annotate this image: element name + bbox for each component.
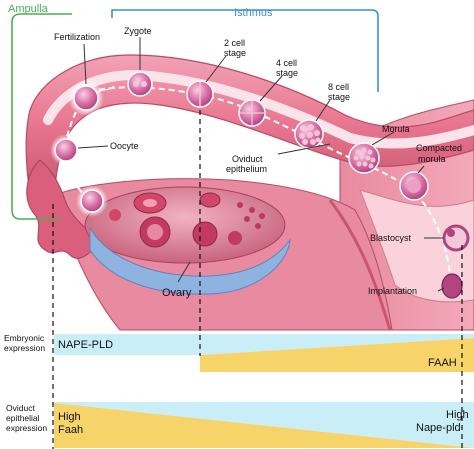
ovary-peritoneum bbox=[89, 226, 291, 295]
ovary-leader bbox=[177, 261, 191, 283]
oviduct-expression-band: Oviduct epithelial expression High Faah … bbox=[6, 402, 474, 448]
faah-oviduct-band bbox=[54, 403, 474, 448]
stage-labels: Fertilization Zygote 2 cell stage 4 cell… bbox=[54, 26, 462, 299]
embryonic-expression-label: Embryonic bbox=[4, 333, 45, 343]
cells bbox=[50, 71, 470, 299]
ovulated-oocyte-cell bbox=[80, 189, 104, 213]
high-faah-label: High bbox=[58, 411, 81, 423]
four-cell-label-2: stage bbox=[276, 68, 298, 78]
nape-pld-band bbox=[54, 334, 474, 355]
two-cell-leader bbox=[205, 55, 227, 83]
region-brackets: Ampulla Isthmus bbox=[8, 3, 379, 220]
eight-cell-label: 8 cell bbox=[328, 82, 349, 92]
eight-cell-leader bbox=[315, 99, 331, 122]
eight-cell-blastomeres bbox=[299, 124, 321, 145]
two-cell-label-2: stage bbox=[224, 48, 246, 58]
implantation-embryo bbox=[441, 273, 463, 299]
zygote-label: Zygote bbox=[124, 26, 152, 36]
zygote-pronucleus bbox=[133, 81, 139, 87]
implantation-label: Implantation bbox=[368, 286, 417, 296]
faah-band bbox=[200, 338, 474, 372]
blastocyst-cell bbox=[442, 224, 470, 252]
morula-label: Morula bbox=[382, 124, 410, 134]
ampulla-bracket bbox=[11, 13, 72, 220]
eight-cell-label-2: stage bbox=[328, 92, 350, 102]
oviduct-epi-leader bbox=[277, 143, 331, 155]
nape-pld-label: NAPE-PLD bbox=[58, 339, 113, 351]
morula-leader bbox=[371, 131, 395, 146]
two-cell-label: 2 cell bbox=[224, 38, 245, 48]
oviduct-expression-label-3: expression bbox=[6, 423, 47, 433]
high-nape-label: High bbox=[446, 409, 469, 421]
oocyte-label: Oocyte bbox=[110, 141, 139, 151]
oviduct-epi-label-2: epithelium bbox=[226, 164, 267, 174]
isthmus-bracket bbox=[111, 9, 379, 92]
ovary-follicles bbox=[109, 192, 265, 248]
high-nape-label-2: Nape-pld bbox=[416, 422, 461, 434]
morula-blastomeres bbox=[353, 147, 376, 169]
oocyte-cell bbox=[54, 138, 78, 162]
uterine-horn bbox=[328, 199, 392, 331]
blastocyst-inner-mass bbox=[447, 229, 455, 237]
fertilization-cell bbox=[73, 85, 99, 111]
embryonic-expression-band: Embryonic expression NAPE-PLD FAAH bbox=[4, 333, 474, 372]
ampulla-label: Ampulla bbox=[8, 3, 49, 15]
implantation-leader bbox=[437, 287, 445, 292]
oviduct-epi-label: Oviduct bbox=[232, 154, 263, 164]
nape-pld-oviduct-band bbox=[54, 402, 474, 448]
oviduct-expression-label-2: epithelial bbox=[6, 413, 40, 423]
compacted-morula-core bbox=[407, 179, 421, 193]
fertilization-label: Fertilization bbox=[54, 32, 100, 42]
uterine-cavity bbox=[359, 189, 474, 303]
oviduct-expression-label: Oviduct bbox=[6, 403, 35, 413]
compacted-label: Compacted bbox=[416, 143, 462, 153]
zygote-pronucleus bbox=[141, 81, 147, 87]
embryonic-expression-label-2: expression bbox=[4, 343, 45, 353]
four-cell-leader bbox=[259, 75, 283, 102]
high-faah-label-2: Faah bbox=[58, 424, 83, 436]
fimbriae bbox=[26, 159, 101, 259]
four-cell-label: 4 cell bbox=[276, 58, 297, 68]
blastocyst-label: Blastocyst bbox=[370, 233, 412, 243]
zygote-cell bbox=[127, 71, 153, 97]
faah-label: FAAH bbox=[428, 357, 457, 369]
oocyte-leader bbox=[77, 145, 109, 149]
isthmus-label: Isthmus bbox=[234, 7, 273, 19]
leader-lines bbox=[77, 37, 445, 292]
compacted-leader bbox=[417, 165, 425, 174]
fertilization-leader bbox=[83, 43, 87, 85]
guide-lines bbox=[52, 110, 463, 449]
ovary bbox=[84, 186, 286, 264]
ovary-label: Ovary bbox=[162, 287, 192, 299]
sperm-tail bbox=[97, 85, 115, 93]
compacted-label-2: morula bbox=[418, 154, 446, 164]
